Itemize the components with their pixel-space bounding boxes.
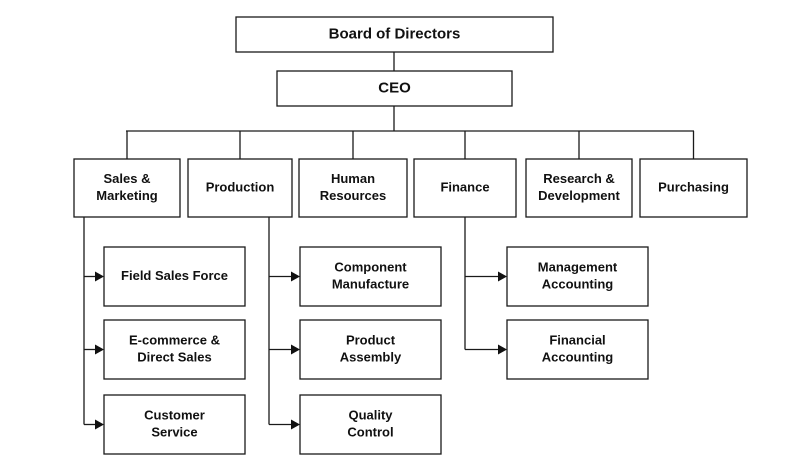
field-sales-force-box	[103, 246, 246, 307]
dept-research-development-label: Development	[538, 188, 620, 203]
quality-control-box	[299, 394, 442, 455]
management-accounting-label: Accounting	[542, 276, 614, 291]
quality-control-label: Control	[347, 424, 393, 439]
dept-human-resources-label: Resources	[320, 188, 386, 203]
ceo-label: CEO	[378, 79, 411, 96]
dept-human-resources-box	[298, 158, 408, 218]
arrow-field-sales-force	[95, 271, 104, 282]
field-sales-force-label: Field Sales Force	[121, 268, 228, 283]
product-assembly-label: Assembly	[340, 349, 402, 364]
arrow-ecommerce-direct-sales	[95, 344, 104, 355]
ecommerce-direct-sales-box	[103, 319, 246, 380]
arrow-quality-control	[291, 419, 300, 430]
ecommerce-direct-sales-label: E-commerce &	[129, 332, 220, 347]
financial-accounting-label: Financial	[549, 332, 605, 347]
arrow-customer-service	[95, 419, 104, 430]
arrow-financial-accounting	[498, 344, 507, 355]
customer-service-box	[103, 394, 246, 455]
arrow-management-accounting	[498, 271, 507, 282]
management-accounting-label: Management	[538, 259, 618, 274]
dept-research-development-label: Research &	[543, 171, 615, 186]
dept-production-label: Production	[206, 179, 275, 194]
customer-service-label: Customer	[144, 407, 205, 422]
customer-service-label: Service	[151, 424, 197, 439]
ecommerce-direct-sales-label: Direct Sales	[137, 349, 211, 364]
dept-finance-label: Finance	[440, 179, 489, 194]
board-of-directors-box	[235, 16, 554, 53]
dept-purchasing-label: Purchasing	[658, 179, 729, 194]
dept-sales-marketing-label: Marketing	[96, 188, 157, 203]
component-manufacture-label: Component	[334, 259, 407, 274]
dept-sales-marketing-label: Sales &	[104, 171, 151, 186]
dept-sales-marketing-box	[73, 158, 181, 218]
dept-research-development-box	[525, 158, 633, 218]
dept-human-resources-label: Human	[331, 171, 375, 186]
dept-finance-box	[413, 158, 517, 218]
dept-purchasing-box	[639, 158, 748, 218]
product-assembly-label: Product	[346, 332, 396, 347]
dept-production-box	[187, 158, 293, 218]
product-assembly-box	[299, 319, 442, 380]
arrow-component-manufacture	[291, 271, 300, 282]
board-of-directors-label: Board of Directors	[329, 25, 461, 42]
financial-accounting-label: Accounting	[542, 349, 614, 364]
component-manufacture-box	[299, 246, 442, 307]
financial-accounting-box	[506, 319, 649, 380]
ceo-box	[276, 70, 513, 107]
component-manufacture-label: Manufacture	[332, 276, 409, 291]
arrow-product-assembly	[291, 344, 300, 355]
management-accounting-box	[506, 246, 649, 307]
quality-control-label: Quality	[348, 407, 393, 422]
